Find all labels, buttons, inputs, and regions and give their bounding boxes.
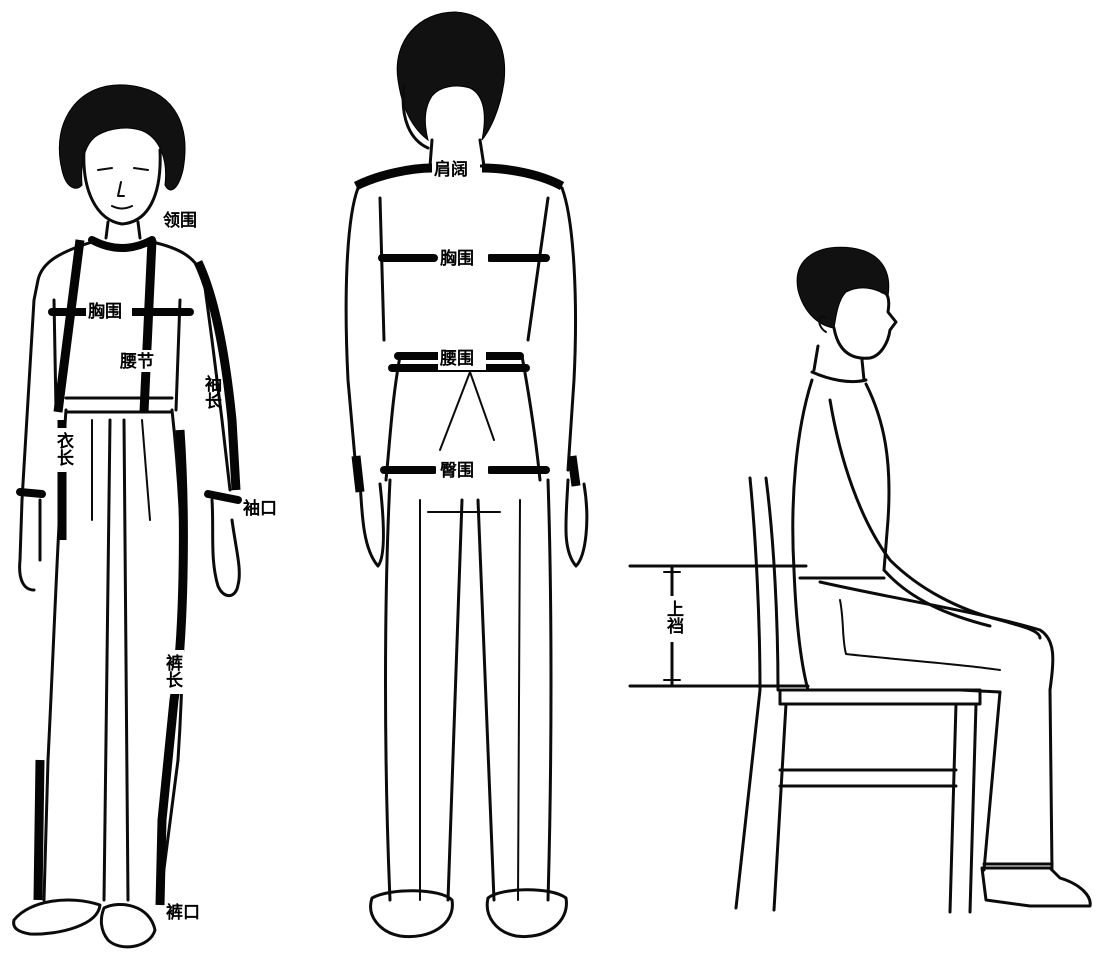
label-collar: 领围: [163, 210, 197, 231]
back-figure: 肩阔 胸围 腰围 臀围: [346, 12, 587, 937]
label-crotch-depth: 上裆: [663, 600, 684, 635]
front-figure: 领围 胸围 腰节 袖长 袖口 衣长 裤长 裤口: [14, 85, 277, 947]
label-waist-point: 腰节: [120, 351, 154, 372]
label-cuff: 袖口: [243, 498, 277, 519]
label-back-chest: 胸围: [440, 248, 474, 269]
label-front-chest: 胸围: [88, 301, 122, 322]
label-back-waist: 腰围: [440, 349, 474, 369]
side-figure: 上裆: [630, 247, 1090, 912]
label-sleeve-length: 袖长: [201, 374, 222, 410]
label-jacket-length: 衣长: [53, 431, 74, 467]
label-hip: 臀围: [440, 461, 474, 481]
label-trouser-length: 裤长: [162, 653, 183, 689]
label-shoulder-width: 肩阔: [434, 159, 468, 180]
label-trouser-hem: 裤口: [166, 902, 200, 923]
